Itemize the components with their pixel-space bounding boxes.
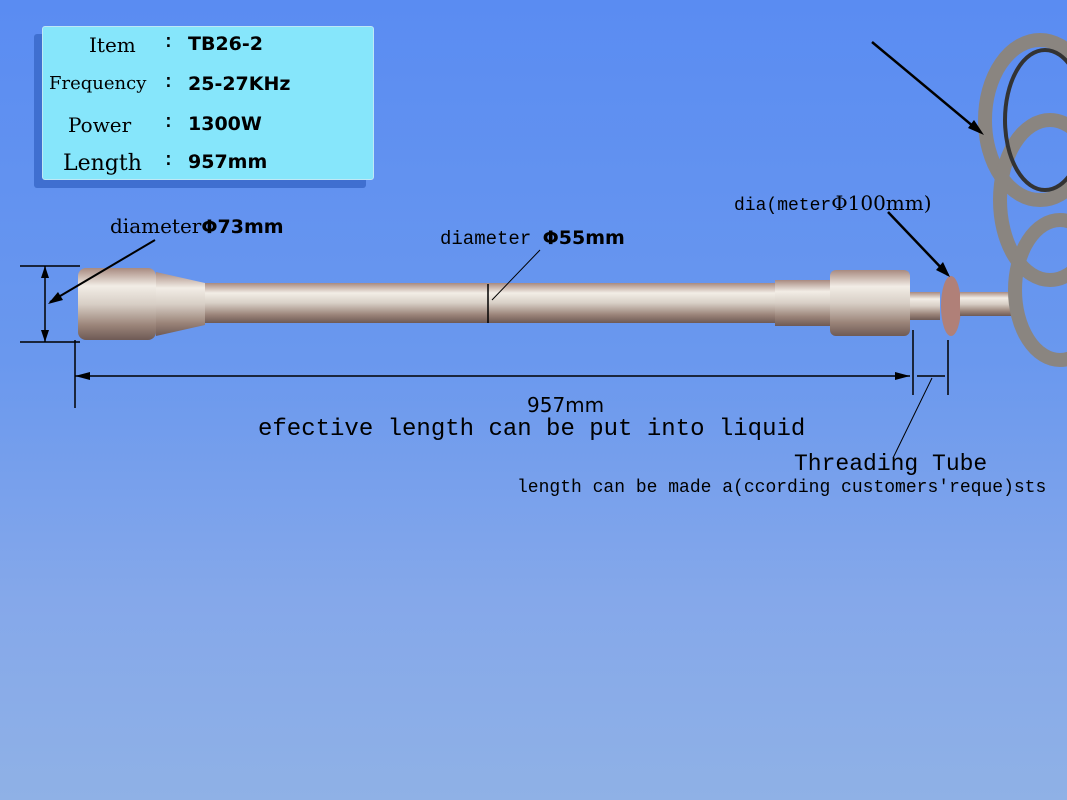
spec-row-length: Length : 957mm: [43, 151, 373, 189]
threading-note-label: length can be made a(ccording customers'…: [517, 478, 1047, 498]
spec-row-frequency: Frequency : 25-27KHz: [43, 73, 373, 111]
diameter-prefix: diameter: [110, 214, 202, 238]
spec-value: 25-27KHz: [188, 73, 291, 95]
spec-value: 957mm: [188, 151, 268, 173]
spec-label: Frequency: [49, 73, 147, 94]
dimension-lines: [20, 41, 981, 459]
diameter-prefix: diameter: [440, 228, 532, 250]
spec-separator: :: [163, 113, 174, 133]
diameter-prefix: dia(meter: [734, 196, 832, 216]
spec-label: Power: [68, 113, 132, 137]
spec-separator: :: [163, 151, 174, 171]
transducer-tube: [78, 268, 1020, 340]
spec-row-power: Power : 1300W: [43, 113, 373, 151]
cable-coils: [978, 33, 1067, 367]
diameter-100-label: dia(meterΦ100mm): [734, 191, 932, 216]
arrowheads: [41, 120, 984, 380]
spec-row-item: Item : TB26-2: [43, 33, 373, 71]
length-label: 957mm: [527, 393, 605, 417]
spec-separator: :: [163, 73, 174, 93]
diameter-value: Φ55mm: [542, 227, 625, 249]
diameter-value: Φ73mm: [201, 216, 284, 238]
diameter-value: Φ100mm): [831, 191, 932, 215]
diameter-55-label: diameter Φ55mm: [440, 227, 625, 250]
diameter-73-label: diameterΦ73mm: [110, 214, 284, 238]
threading-tube-label: Threading Tube: [794, 451, 988, 477]
spec-separator: :: [163, 33, 174, 53]
spec-label: Item: [89, 33, 136, 57]
spec-value: TB26-2: [188, 33, 263, 55]
spec-value: 1300W: [188, 113, 262, 135]
effective-length-label: efective length can be put into liquid: [258, 416, 806, 443]
spec-box: Item : TB26-2 Frequency : 25-27KHz Power…: [42, 26, 374, 180]
spec-label: Length: [63, 151, 142, 176]
